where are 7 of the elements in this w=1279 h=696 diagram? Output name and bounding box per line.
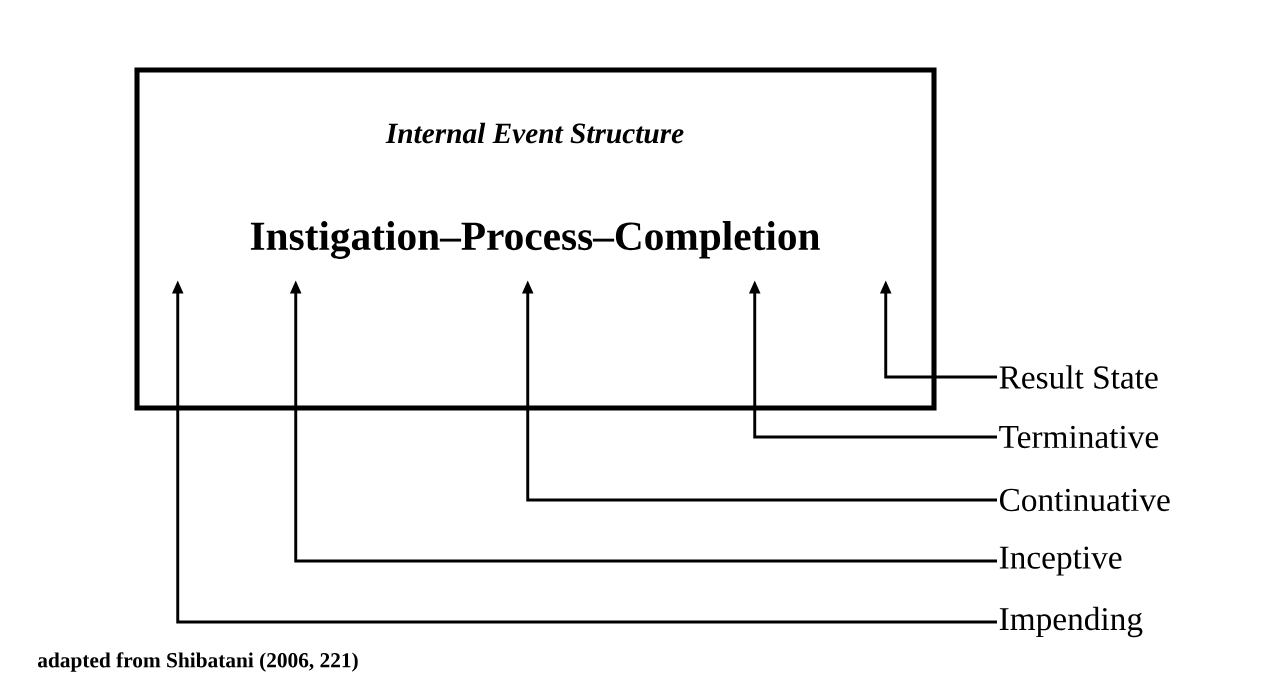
- aspect-label: Inceptive: [999, 546, 1122, 576]
- aspect-label: Continuative: [999, 488, 1170, 512]
- aspect-label: Result State: [999, 365, 1158, 389]
- event-structure-box: Internal Event Structure Instigation–Process–Completion: [134, 67, 937, 411]
- aspect-label: Impending: [999, 606, 1143, 638]
- caption: adapted from Shibatani (2006, 221): [37, 652, 358, 672]
- aspect-label: Terminative: [999, 425, 1159, 449]
